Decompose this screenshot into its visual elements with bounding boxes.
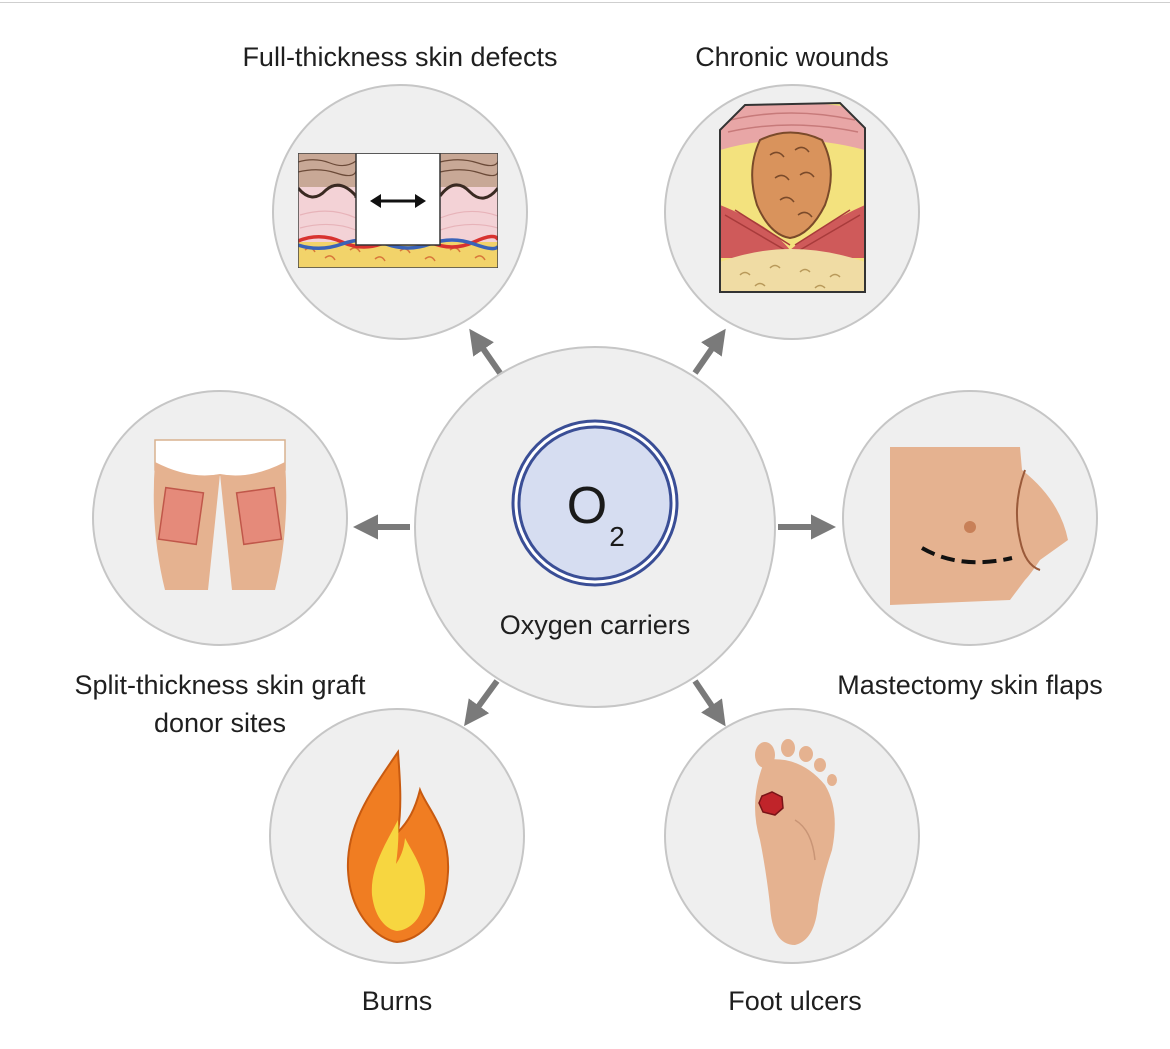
label-split-thickness-line1: Split-thickness skin graft [74,670,366,700]
breast-icon [890,447,1068,605]
label-full-thickness: Full-thickness skin defects [242,42,557,72]
node-foot-ulcers: Foot ulcers [664,708,920,1016]
label-chronic-wounds: Chronic wounds [695,42,889,72]
donor-site-right [235,486,283,546]
thighs-icon [153,439,287,590]
label-split-thickness-line2: donor sites [154,708,286,738]
ulcer-icon [758,791,784,816]
flame-icon [346,749,450,944]
label-foot-ulcers: Foot ulcers [728,986,862,1016]
arrow-to-burns [464,679,500,727]
arrow-to-full-thickness [469,328,503,375]
wound-tissue-icon [720,103,865,292]
node-full-thickness: Full-thickness skin defects [242,42,558,340]
donor-site-left [157,486,205,546]
o2-symbol: O [567,477,607,535]
skin-layers-icon [298,153,498,268]
label-mastectomy: Mastectomy skin flaps [837,670,1103,700]
arrow-to-chronic-wounds [692,328,726,375]
node-split-thickness: Split-thickness skin graft donor sites [74,390,366,738]
node-burns: Burns [269,708,525,1016]
o2-inner-ring [517,425,673,581]
arrow-to-foot-ulcers [692,679,726,727]
nipple-icon [964,521,976,533]
label-burns: Burns [362,986,433,1016]
center-node: O 2 Oxygen carriers [414,346,776,708]
center-label: Oxygen carriers [500,610,691,640]
node-mastectomy: Mastectomy skin flaps [837,390,1103,700]
o2-subscript: 2 [609,521,625,552]
node-chronic-wounds: Chronic wounds [664,42,920,340]
arrows [352,328,837,727]
foot-icon [755,739,837,945]
top-border [0,2,1170,3]
circle-split-thickness [92,390,348,646]
